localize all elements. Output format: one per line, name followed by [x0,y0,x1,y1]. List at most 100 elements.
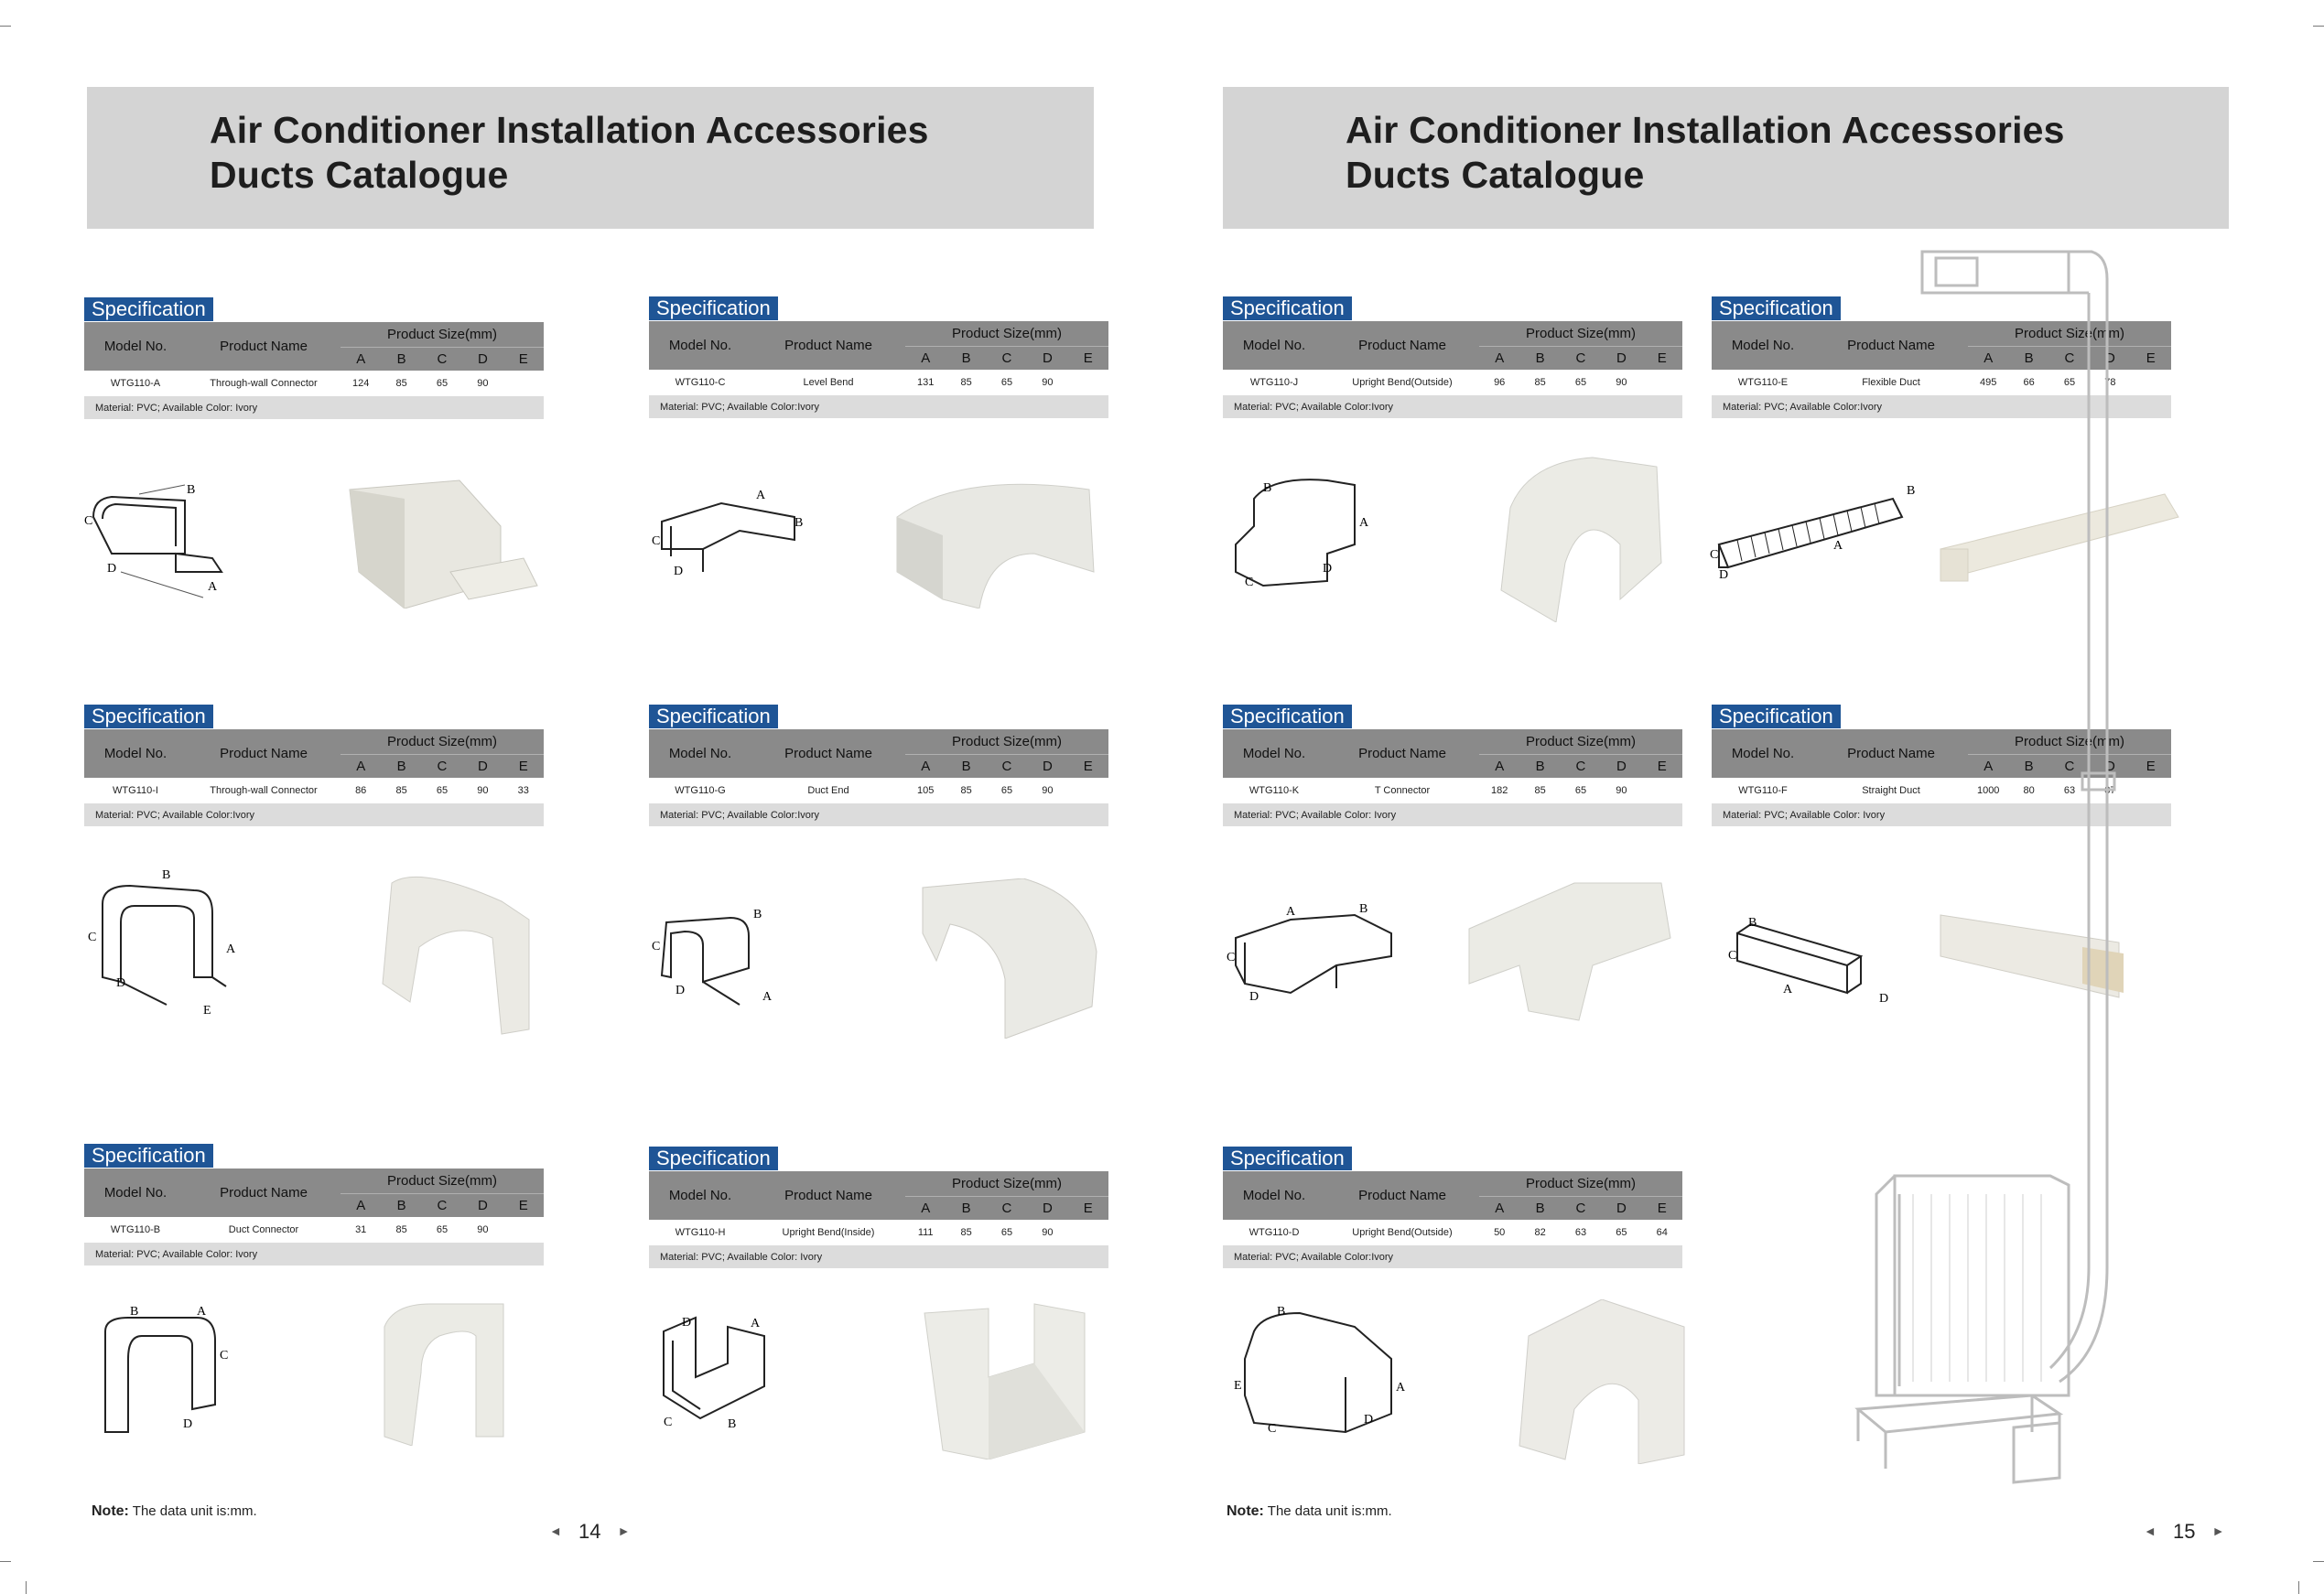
header-col-a: A [905,754,946,778]
cell-c: 65 [2063,377,2076,388]
header-col-b: B [1519,754,1561,778]
svg-text:A: A [1833,539,1843,553]
header-col-e: E [2130,754,2171,778]
header-col-c: C [1560,754,1602,778]
svg-text:A: A [751,1317,761,1330]
header-model-no: Model No. [649,1171,751,1220]
spec-tag: Specification [649,705,778,728]
header-col-e: E [1067,346,1108,370]
cell-c: 63 [1574,1227,1587,1238]
cell-e [503,371,544,396]
cell-a: 96 [1494,377,1506,388]
cell-e [503,1217,544,1243]
header-col-c: C [1560,1196,1602,1220]
cell-model: WTG110-G [675,785,726,796]
cell-b: 85 [960,377,972,388]
svg-text:C: C [652,940,660,953]
header-model-no: Model No. [1223,321,1325,370]
cell-e [1068,370,1108,395]
crop-mark [0,1561,11,1562]
svg-text:D: D [682,1316,691,1330]
header-col-e: E [503,1193,544,1217]
page-number-left: ◄ 14 ► [549,1520,630,1544]
cell-b: 85 [960,1227,972,1238]
table-row: WTG110-J Upright Bend(Outside) 96 85 65 … [1223,370,1682,395]
cell-model: WTG110-A [110,378,161,389]
header-product-name: Product Name [1325,321,1479,370]
cell-b: 82 [1534,1227,1546,1238]
header-col-a: A [1479,1196,1520,1220]
header-col-e: E [1067,754,1108,778]
svg-text:D: D [183,1417,192,1431]
product-photo-wtg110-f [1940,914,2124,998]
header-product-size: Product Size(mm) [1479,729,1682,755]
cell-a: 182 [1491,785,1508,796]
spec-grid: Model No. Product Name Product Size(mm) … [1223,729,1682,826]
dimension-drawing-wtg110-g: B C D A [652,908,773,1006]
spec-grid: Model No. Product Name Product Size(mm) … [649,1171,1108,1268]
header-model-no: Model No. [84,729,187,778]
cell-b: 66 [2023,377,2035,388]
product-photo-wtg110-j [1500,457,1662,622]
spec-tag: Specification [1223,705,1352,728]
svg-text:C: C [1728,949,1736,963]
header-col-d: D [462,1193,503,1217]
svg-text:D: D [676,984,685,997]
header-product-name: Product Name [1814,729,1968,778]
header-col-d: D [462,347,503,371]
svg-text:B: B [1907,484,1915,498]
header-product-name: Product Name [187,1169,340,1217]
svg-text:C: C [664,1416,672,1429]
svg-text:E: E [203,1004,211,1018]
material-row: Material: PVC; Available Color:Ivory [1223,1245,1682,1268]
header-model-no: Model No. [1712,321,1814,370]
svg-text:B: B [794,516,803,530]
header-col-e: E [2130,346,2171,370]
header-col-b: B [1519,346,1561,370]
header-col-d: D [1601,1196,1642,1220]
svg-text:C: C [1710,548,1718,562]
dimension-drawing-wtg110-a: B C D A [84,483,223,598]
header-col-a: A [1968,346,2009,370]
header-product-size: Product Size(mm) [1968,321,2171,347]
header-model-no: Model No. [649,321,751,370]
cell-name: T Connector [1374,785,1431,796]
table-row: WTG110-C Level Bend 131 85 65 90 [649,370,1108,395]
header-col-b: B [381,347,422,371]
spec-tag: Specification [84,297,213,321]
svg-text:A: A [756,489,766,502]
cell-c: 65 [1000,785,1013,796]
header-col-e: E [1067,1196,1108,1220]
cell-c: 65 [1574,377,1587,388]
dimension-drawing-wtg110-f: B C A D [1728,916,1888,1006]
table-row: WTG110-I Through-wall Connector 86 85 65… [84,778,544,803]
dimension-drawing-wtg110-i: B C A D E [88,868,236,1018]
header-model-no: Model No. [84,1169,187,1217]
product-photo-wtg110-i [382,876,530,1035]
svg-text:E: E [1234,1379,1242,1393]
cell-c: 65 [436,785,449,796]
header-col-b: B [2008,346,2049,370]
spec-grid: Model No. Product Name Product Size(mm) … [1712,729,2171,826]
header-product-size: Product Size(mm) [1479,321,1682,347]
header-col-b: B [946,754,987,778]
cell-model: WTG110-H [675,1227,726,1238]
header-model-no: Model No. [84,322,187,371]
svg-text:C: C [1268,1422,1276,1436]
cell-e: 64 [1656,1227,1668,1238]
page-title-line2: Ducts Catalogue [210,154,509,196]
spec-tag: Specification [1223,296,1352,320]
note-right: Note: The data unit is:mm. [1227,1503,1392,1520]
svg-text:A: A [197,1305,207,1319]
product-photo-wtg110-b [384,1303,504,1446]
crop-mark [2313,1561,2324,1562]
page-header: Air Conditioner Installation Accessories… [87,87,1094,229]
page-title-line2: Ducts Catalogue [1346,154,1645,196]
dimension-drawing-wtg110-b: B A C D [104,1305,228,1433]
cell-name: Straight Duct [1862,785,1920,796]
header-col-a: A [1479,346,1520,370]
cell-a: 111 [917,1227,934,1238]
page-number: 14 [578,1520,601,1543]
svg-text:B: B [1359,902,1367,916]
material-row: Material: PVC; Available Color: Ivory [84,1243,544,1266]
